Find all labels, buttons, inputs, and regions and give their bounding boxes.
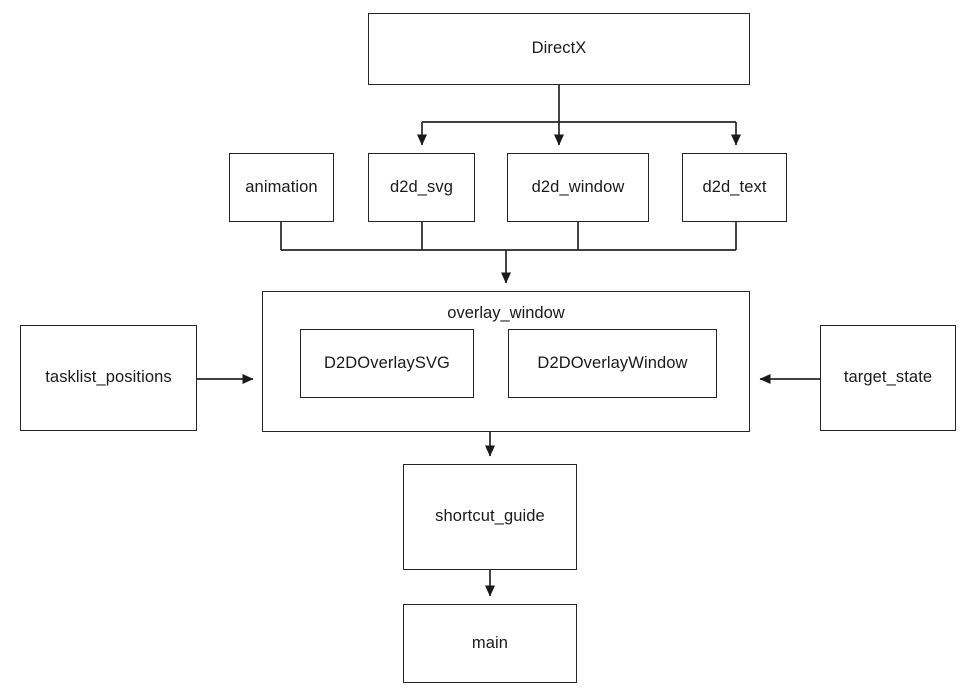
node-d2d-overlay-svg[interactable]: D2DOverlaySVG xyxy=(300,329,474,398)
node-target-state-label: target_state xyxy=(843,368,933,387)
node-d2d-overlay-svg-label: D2DOverlaySVG xyxy=(323,353,450,372)
node-animation[interactable]: animation xyxy=(229,153,334,222)
node-main[interactable]: main xyxy=(403,604,577,683)
node-d2d-text-label: d2d_text xyxy=(702,177,767,196)
node-d2d-window-label: d2d_window xyxy=(531,177,625,196)
node-tasklist-positions-label: tasklist_positions xyxy=(45,368,172,387)
node-shortcut-guide[interactable]: shortcut_guide xyxy=(403,464,577,570)
node-d2d-svg-label: d2d_svg xyxy=(389,177,454,196)
node-shortcut-guide-label: shortcut_guide xyxy=(435,507,545,526)
node-directx-label: DirectX xyxy=(531,39,587,58)
node-tasklist-positions[interactable]: tasklist_positions xyxy=(20,325,197,431)
node-d2d-svg[interactable]: d2d_svg xyxy=(368,153,475,222)
node-main-label: main xyxy=(471,633,509,652)
node-target-state[interactable]: target_state xyxy=(820,325,956,431)
node-overlay-window-label: overlay_window xyxy=(447,304,565,322)
node-animation-label: animation xyxy=(245,177,318,196)
node-d2d-overlay-window[interactable]: D2DOverlayWindow xyxy=(508,329,717,398)
node-d2d-overlay-window-label: D2DOverlayWindow xyxy=(537,353,688,372)
node-d2d-text[interactable]: d2d_text xyxy=(682,153,787,222)
node-d2d-window[interactable]: d2d_window xyxy=(507,153,649,222)
node-directx[interactable]: DirectX xyxy=(368,13,750,85)
node-overlay-window[interactable]: overlay_window D2DOverlaySVG D2DOverlayW… xyxy=(262,291,750,432)
